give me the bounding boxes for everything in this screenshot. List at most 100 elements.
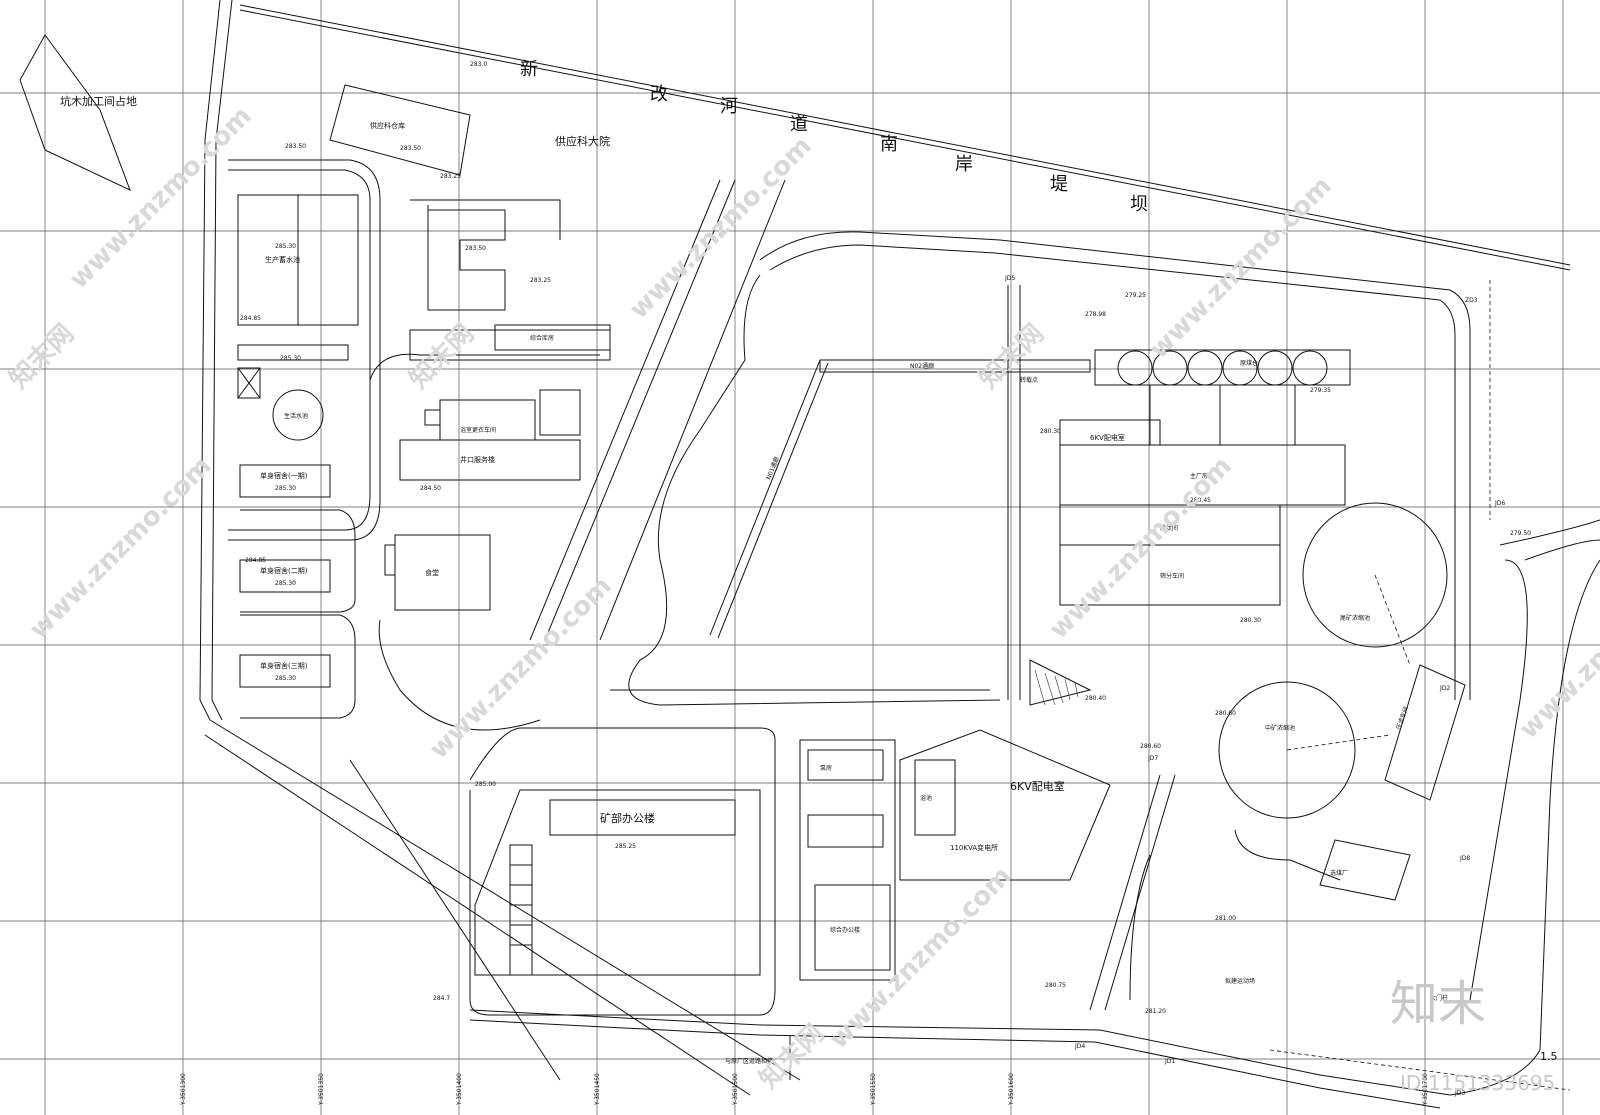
svg-text:279.35: 279.35 (1310, 387, 1331, 394)
svg-text:280.60: 280.60 (1215, 710, 1236, 717)
svg-text:280.30: 280.30 (1040, 428, 1061, 435)
svg-text:110KVA变电所: 110KVA变电所 (950, 843, 998, 852)
svg-text:食堂: 食堂 (425, 568, 439, 577)
svg-text:www.znzmo.com: www.znzmo.com (64, 101, 258, 295)
svg-text:南: 南 (880, 134, 898, 155)
svg-text:284.85: 284.85 (240, 315, 261, 322)
svg-text:JD3: JD3 (1454, 1090, 1465, 1097)
svg-text:JD7: JD7 (1147, 755, 1158, 762)
svg-text:www.znzmo.com: www.znzmo.com (1044, 451, 1238, 645)
svg-text:原煤仓: 原煤仓 (1240, 359, 1258, 367)
svg-text:单身宿舍(一期): 单身宿舍(一期) (260, 471, 308, 480)
svg-text:JD6: JD6 (1494, 500, 1505, 507)
svg-text:www.znzmo.com: www.znzmo.com (824, 861, 1018, 1055)
svg-text:供应科仓库: 供应科仓库 (370, 121, 405, 130)
svg-text:280.30: 280.30 (1240, 617, 1261, 624)
svg-text:JD5: JD5 (1004, 275, 1015, 282)
site-linework (19, 0, 1600, 1109)
svg-text:生产蓄水池: 生产蓄水池 (265, 255, 300, 264)
svg-text:www.znzmo.com: www.znzmo.com (1514, 551, 1600, 745)
brand-stamp: 知末 ID:1151333695 1.5 (1390, 976, 1558, 1095)
svg-text:井口服务楼: 井口服务楼 (460, 455, 495, 464)
svg-text:知末网: 知末网 (974, 319, 1050, 395)
svg-text:选煤厂: 选煤厂 (1330, 869, 1348, 877)
svg-text:拟建运动场: 拟建运动场 (1225, 977, 1255, 985)
svg-text:与原厂区道路相接: 与原厂区道路相接 (725, 1057, 773, 1065)
svg-text:中矿浓缩池: 中矿浓缩池 (1265, 724, 1295, 732)
svg-text:筛分车间: 筛分车间 (1160, 572, 1184, 580)
elevation-labels: 283.0 283.50 283.25 285.30 284.85 285.30… (240, 61, 1531, 1015)
svg-text:Y-3501300: Y-3501300 (180, 1073, 187, 1106)
svg-text:生活水池: 生活水池 (284, 412, 308, 420)
svg-text:www.znzmo.com: www.znzmo.com (624, 131, 818, 325)
grid-coordinate-labels: Y-3501300 Y-3501350 Y-3501400 Y-3501450 … (180, 1073, 1429, 1106)
svg-text:280.60: 280.60 (1140, 743, 1161, 750)
svg-text:284.50: 284.50 (420, 485, 441, 492)
svg-text:综合库房: 综合库房 (530, 334, 554, 342)
svg-text:N01通廊: N01通廊 (764, 455, 780, 480)
svg-text:N02通廊: N02通廊 (910, 362, 934, 370)
svg-text:JD1: JD1 (1164, 1058, 1175, 1065)
survey-points: JD1 JD2 JD3 JD4 JD5 JD6 JD7 JD8 ZD3 (1004, 275, 1505, 1097)
svg-text:尾矿浓缩池: 尾矿浓缩池 (1340, 614, 1370, 622)
svg-text:Y-3501550: Y-3501550 (870, 1073, 877, 1106)
svg-text:坝: 坝 (1130, 194, 1148, 215)
svg-text:改: 改 (650, 84, 668, 105)
svg-text:280.40: 280.40 (1085, 695, 1106, 702)
svg-text:283.25: 283.25 (440, 173, 461, 180)
svg-text:283.50: 283.50 (465, 245, 486, 252)
svg-text:280.75: 280.75 (1045, 982, 1066, 989)
svg-text:Y-3501400: Y-3501400 (456, 1073, 463, 1106)
dashed-lines (1269, 280, 1571, 1091)
svg-text:浴室更衣车间: 浴室更衣车间 (460, 426, 496, 434)
svg-text:供应科大院: 供应科大院 (555, 134, 610, 148)
svg-text:6KV配电室: 6KV配电室 (1090, 433, 1125, 442)
svg-text:知末: 知末 (1390, 976, 1486, 1032)
svg-text:河: 河 (720, 96, 738, 117)
svg-text:泵房: 泵房 (820, 764, 832, 772)
svg-text:Y-3501350: Y-3501350 (318, 1073, 325, 1106)
svg-text:279.50: 279.50 (1510, 530, 1531, 537)
building-labels: 坑木加工间占地 供应科仓库 供应科大院 生产蓄水池 生活水池 单身宿舍(一期) … (60, 94, 1448, 1065)
svg-text:285.00: 285.00 (475, 781, 496, 788)
svg-text:285.30: 285.30 (280, 355, 301, 362)
svg-text:Y-3501450: Y-3501450 (594, 1073, 601, 1106)
svg-text:单身宿舍(二期): 单身宿舍(二期) (260, 566, 308, 575)
svg-text:堤: 堤 (1050, 174, 1068, 195)
svg-text:矿部办公楼: 矿部办公楼 (600, 811, 655, 825)
svg-text:知末网: 知末网 (754, 1019, 830, 1095)
svg-text:Y-3501600: Y-3501600 (1008, 1073, 1015, 1106)
hatch (1034, 669, 1079, 706)
svg-text:转载点: 转载点 (1020, 376, 1038, 384)
svg-text:ZD3: ZD3 (1465, 297, 1478, 304)
svg-text:283.50: 283.50 (400, 145, 421, 152)
svg-text:新: 新 (520, 59, 538, 80)
svg-text:285.30: 285.30 (275, 485, 296, 492)
svg-text:281.20: 281.20 (1145, 1008, 1166, 1015)
svg-text:281.00: 281.00 (1215, 915, 1236, 922)
svg-text:283.25: 283.25 (530, 277, 551, 284)
svg-text:JD4: JD4 (1074, 1043, 1085, 1050)
svg-text:Y-3501700: Y-3501700 (1422, 1073, 1429, 1106)
svg-text:6KV配电室: 6KV配电室 (1010, 779, 1065, 793)
svg-text:285.30: 285.30 (275, 675, 296, 682)
svg-text:280.45: 280.45 (1190, 497, 1211, 504)
svg-text:综合办公楼: 综合办公楼 (830, 926, 860, 934)
svg-text:道: 道 (790, 114, 808, 135)
svg-text:Y-3501500: Y-3501500 (732, 1073, 739, 1106)
svg-text:284.7: 284.7 (433, 995, 450, 1002)
svg-text:www.znzmo.com: www.znzmo.com (424, 571, 618, 765)
svg-text:JD2: JD2 (1439, 685, 1450, 692)
svg-text:285.25: 285.25 (615, 843, 636, 850)
svg-text:浴池: 浴池 (920, 794, 932, 802)
svg-text:285.30: 285.30 (275, 243, 296, 250)
svg-text:278.98: 278.98 (1085, 311, 1106, 318)
svg-text:ID:1151333695: ID:1151333695 (1400, 1071, 1555, 1095)
svg-text:大门柱: 大门柱 (1430, 994, 1448, 1002)
svg-text:www.znzmo.com: www.znzmo.com (1144, 171, 1338, 365)
svg-text:www.znzmo.com: www.znzmo.com (24, 451, 218, 645)
svg-text:279.25: 279.25 (1125, 292, 1146, 299)
svg-text:岸: 岸 (955, 154, 973, 175)
svg-text:单身宿舍(三期): 单身宿舍(三期) (260, 661, 308, 670)
